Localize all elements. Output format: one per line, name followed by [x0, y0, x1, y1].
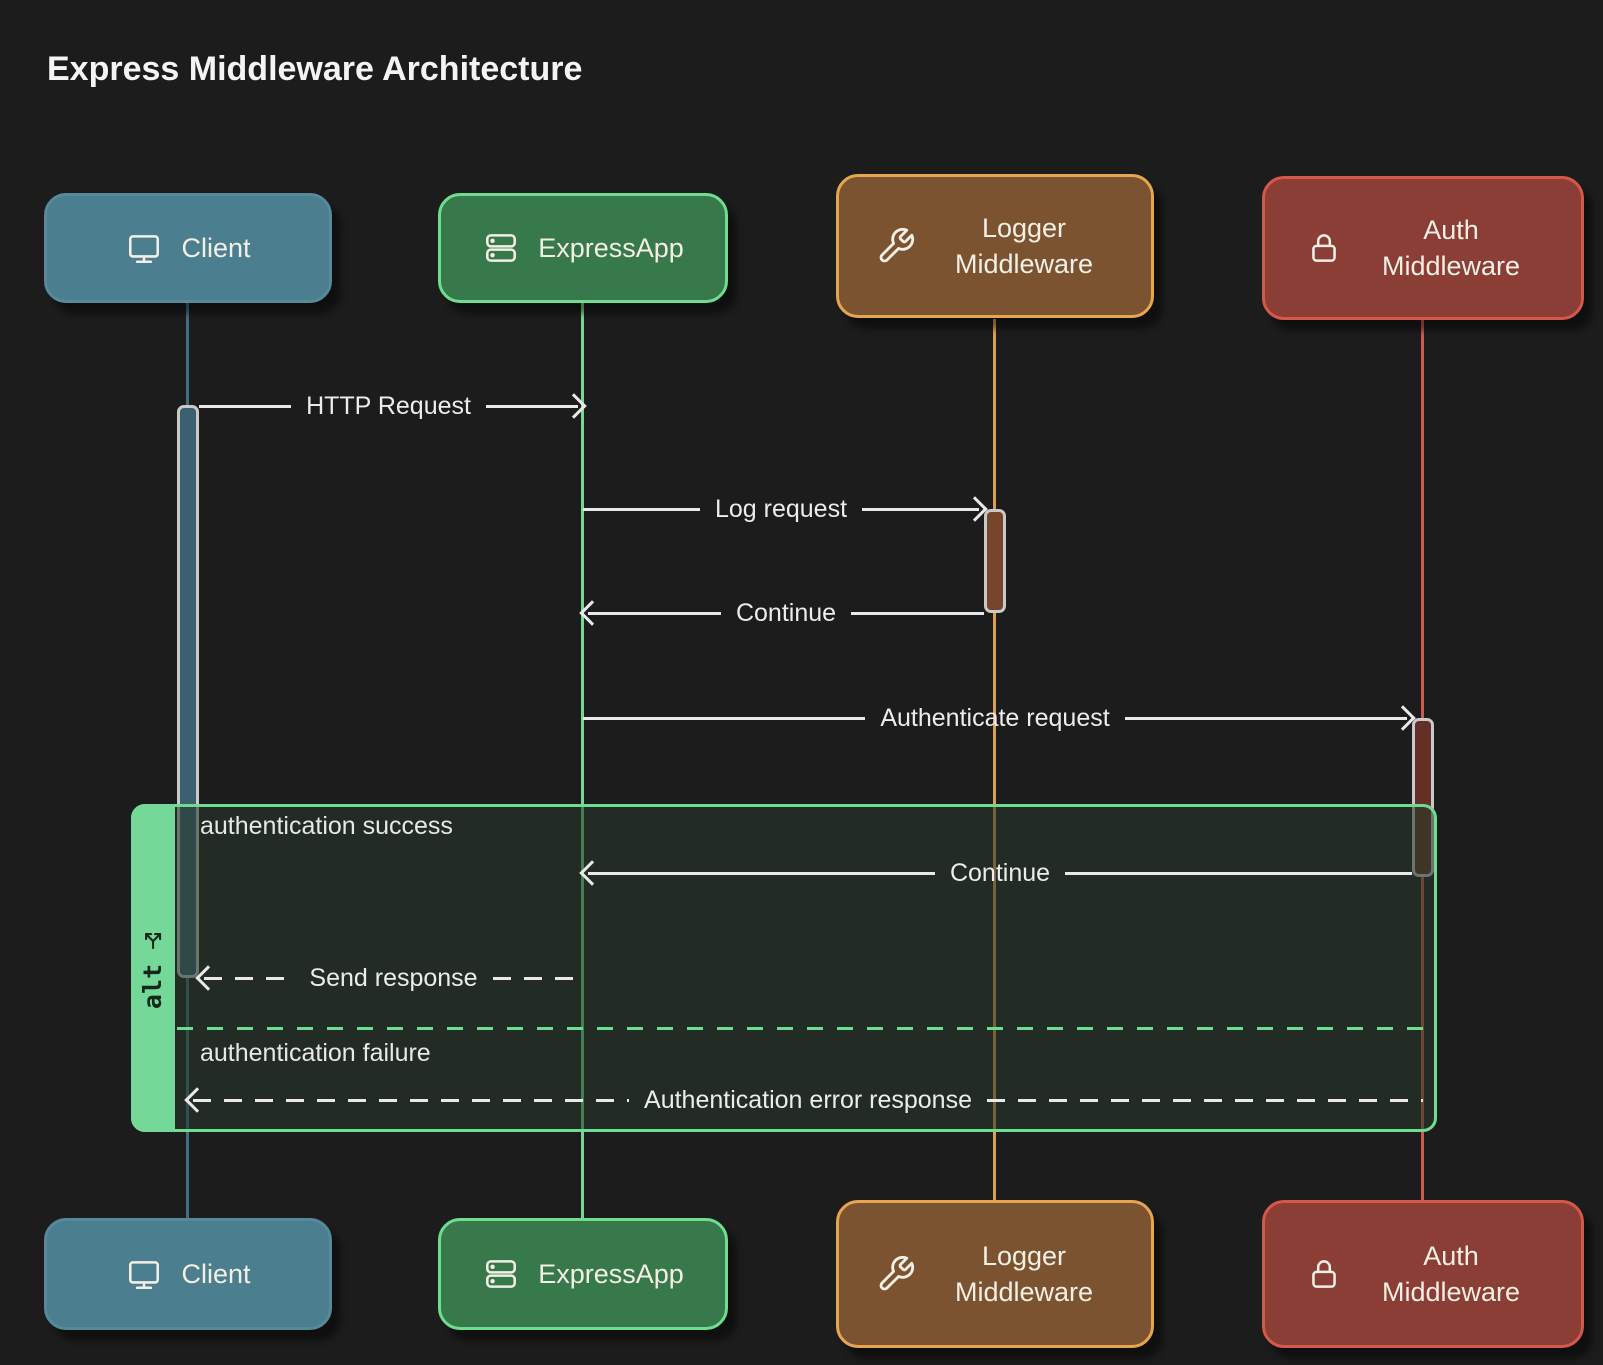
alt-frame-label-tab: alt [131, 804, 175, 1132]
participant-logger-top: Logger Middleware [836, 174, 1154, 318]
participant-client-bottom: Client [44, 1218, 332, 1330]
participant-label: ExpressApp [538, 1258, 684, 1289]
message-label: Continue [735, 599, 837, 627]
alt-frame-label: alt [138, 963, 168, 1009]
message-label: HTTP Request [306, 392, 471, 420]
message-label: Send response [309, 964, 478, 992]
message-label: Log request [714, 495, 848, 523]
participant-label: Auth Middleware [1381, 1240, 1521, 1307]
logger-activation-bar [984, 509, 1006, 613]
participant-client-top: Client [44, 193, 332, 303]
arrowhead-left-icon [195, 965, 221, 991]
participant-expressapp-bottom: ExpressApp [438, 1218, 728, 1330]
alt-section-failure-label: authentication failure [200, 1039, 431, 1067]
logger-lifeline [993, 319, 996, 1200]
message-continue-auth: Continue [579, 855, 1413, 891]
message-continue-logger: Continue [579, 595, 985, 631]
message-auth-error-response: Authentication error response [184, 1082, 1423, 1118]
diagram-title: Express Middleware Architecture [47, 50, 583, 88]
message-label: Continue [949, 859, 1051, 887]
message-send-response: Send response [195, 960, 583, 996]
monitor-icon [125, 1255, 163, 1293]
expressapp-lifeline [581, 303, 584, 1218]
wrench-icon [876, 1254, 916, 1294]
message-authenticate-request: Authenticate request [583, 700, 1416, 736]
alt-frame [131, 804, 1437, 1132]
arrowhead-right-icon [1390, 705, 1416, 731]
alt-frame-dim-overlay [131, 804, 1437, 1132]
participant-expressapp-top: ExpressApp [438, 193, 728, 303]
arrowhead-right-icon [962, 496, 988, 522]
message-label: Authentication error response [644, 1086, 972, 1114]
participant-label: Auth Middleware [1381, 214, 1521, 281]
message-log-request: Log request [583, 491, 988, 527]
alt-sections-divider [177, 1027, 1434, 1030]
participant-auth-top: Auth Middleware [1262, 176, 1584, 320]
lock-icon [1305, 229, 1343, 267]
lock-icon [1305, 1255, 1343, 1293]
message-http-request: HTTP Request [199, 388, 587, 424]
arrowhead-left-icon [579, 860, 605, 886]
wrench-icon [876, 226, 916, 266]
participant-label: Logger Middleware [954, 1240, 1094, 1307]
arrowhead-right-icon [561, 393, 587, 419]
server-icon [482, 229, 520, 267]
arrowhead-left-icon [579, 600, 605, 626]
server-icon [482, 1255, 520, 1293]
participant-label: Logger Middleware [954, 212, 1094, 279]
alt-section-success-label: authentication success [200, 812, 453, 840]
participant-label: Client [181, 1258, 251, 1289]
participant-auth-bottom: Auth Middleware [1262, 1200, 1584, 1348]
branch-arrows-icon [141, 927, 165, 951]
arrowhead-left-icon [184, 1087, 210, 1113]
monitor-icon [125, 229, 163, 267]
message-label: Authenticate request [880, 704, 1110, 732]
participant-label: Client [181, 232, 251, 263]
participant-label: ExpressApp [538, 232, 684, 263]
participant-logger-bottom: Logger Middleware [836, 1200, 1154, 1348]
